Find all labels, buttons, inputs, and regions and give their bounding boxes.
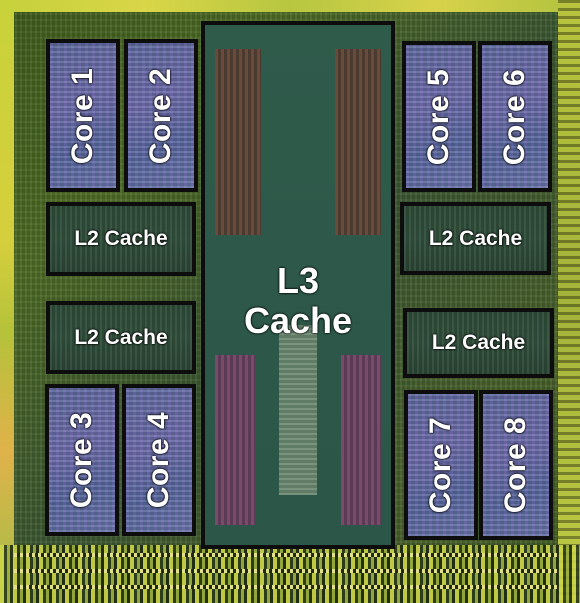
core-8-label: Core 8 — [499, 416, 532, 514]
l2-cache-block-bottom-right: L2 Cache — [403, 308, 554, 378]
l3-cache-label: L3 Cache — [205, 261, 391, 341]
l3-center-logic — [279, 325, 317, 495]
l2-cache-label: L2 Cache — [74, 325, 168, 349]
core-5-block: Core 5 — [402, 41, 476, 192]
l3-lower-left-array — [215, 355, 255, 525]
l2-cache-label: L2 Cache — [428, 226, 523, 250]
l2-cache-label: L2 Cache — [74, 227, 168, 250]
core-4-label: Core 4 — [142, 411, 175, 509]
l2-cache-block-top-right: L2 Cache — [400, 202, 551, 275]
core-7-block: Core 7 — [404, 390, 478, 540]
core-3-label: Core 3 — [65, 411, 98, 509]
l3-upper-left-array — [215, 49, 261, 235]
core-3-block: Core 3 — [45, 384, 119, 536]
io-pad-row — [14, 585, 558, 589]
l2-cache-block-bottom-left: L2 Cache — [46, 301, 196, 374]
l3-label-line1: L3 — [276, 260, 319, 301]
l2-cache-label: L2 Cache — [431, 331, 526, 354]
io-pad-row — [14, 553, 558, 557]
core-2-block: Core 2 — [124, 39, 198, 192]
core-2-label: Core 2 — [144, 67, 177, 164]
core-7-label: Core 7 — [424, 416, 457, 514]
core-1-label: Core 1 — [66, 67, 99, 164]
l3-label-line2: Cache — [243, 300, 353, 341]
l3-lower-right-array — [341, 355, 381, 525]
die-edge-right — [558, 0, 580, 603]
die-edge-top — [0, 0, 580, 12]
core-6-block: Core 6 — [478, 41, 552, 192]
core-6-label: Core 6 — [498, 68, 531, 165]
l3-upper-right-array — [335, 49, 381, 235]
l3-cache-block: L3 Cache — [201, 21, 395, 549]
core-1-block: Core 1 — [46, 39, 120, 192]
die-edge-left — [0, 0, 14, 603]
core-4-block: Core 4 — [122, 384, 196, 536]
l2-cache-block-top-left: L2 Cache — [46, 202, 196, 276]
core-5-label: Core 5 — [422, 68, 455, 165]
core-8-block: Core 8 — [479, 390, 553, 540]
io-pad-row — [14, 569, 558, 573]
